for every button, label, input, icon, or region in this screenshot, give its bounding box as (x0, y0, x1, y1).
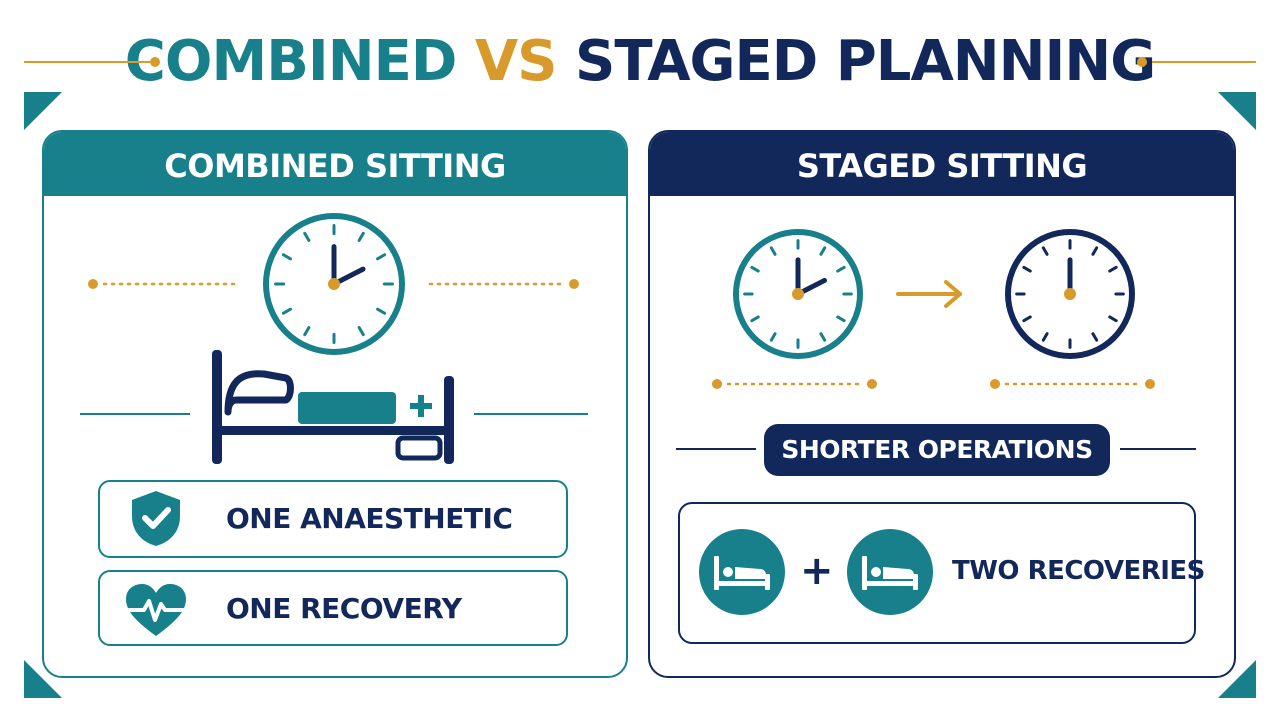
corner-decoration-top-left (24, 92, 62, 130)
page-title: COMBINED VS STAGED PLANNING (0, 30, 1280, 94)
hospital-bed-icon (212, 350, 454, 464)
divider-line-right-1 (676, 448, 756, 450)
title-line-right (1152, 61, 1256, 63)
clock-icon (1005, 229, 1135, 359)
title-vs: VS (474, 29, 558, 94)
title-staged: STAGED PLANNING (575, 29, 1156, 94)
corner-decoration-top-right (1218, 92, 1256, 130)
arrow-right-icon (896, 280, 962, 308)
bed-circle-icon (847, 529, 933, 615)
two-recoveries-label: TWO RECOVERIES (952, 556, 1205, 586)
dotted-line-left-1 (88, 279, 240, 289)
dotted-line-right-2 (990, 379, 1155, 389)
title-dot-right (1137, 57, 1147, 67)
corner-decoration-bottom-left (24, 660, 62, 698)
clock-icon (263, 213, 405, 355)
clock-icon (733, 229, 863, 359)
staged-sitting-heading: STAGED SITTING (650, 132, 1234, 196)
plus-sign: + (800, 548, 834, 594)
combined-sitting-heading: COMBINED SITTING (44, 132, 626, 196)
divider-line-right-2 (1120, 448, 1196, 450)
bed-circle-icon (699, 529, 785, 615)
dotted-line-right-1 (712, 379, 877, 389)
shorter-operations-badge: SHORTER OPERATIONS (764, 424, 1110, 476)
title-dot-left (150, 57, 160, 67)
shield-check-icon (132, 491, 180, 546)
title-line-left (24, 61, 150, 63)
heart-pulse-icon (126, 584, 186, 636)
title-combined: COMBINED (124, 29, 458, 94)
one-anaesthetic-label: ONE ANAESTHETIC (226, 502, 513, 535)
divider-line-left-1 (80, 413, 190, 415)
divider-line-left-2 (474, 413, 588, 415)
one-recovery-label: ONE RECOVERY (226, 592, 462, 625)
corner-decoration-bottom-right (1218, 660, 1256, 698)
dotted-line-left-2 (428, 279, 579, 289)
